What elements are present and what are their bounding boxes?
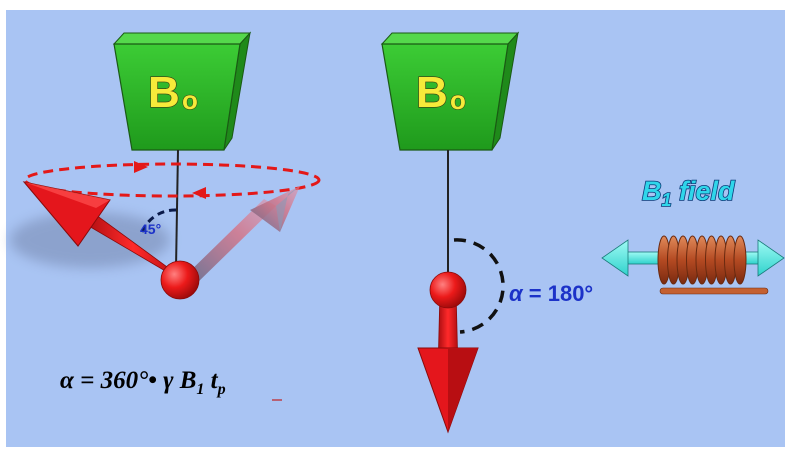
b1-subscript: 1 — [662, 190, 672, 210]
left-angle-label: 45° — [140, 221, 161, 237]
right-magnet-label: B — [416, 68, 448, 117]
right-angle-value: = 180° — [523, 281, 594, 306]
formula-lead: α = 360°• γ B — [60, 367, 196, 394]
ghost-vector — [182, 186, 300, 286]
vector-shadow — [10, 212, 170, 268]
precession-path — [23, 162, 321, 198]
precession-arrow-bottom — [192, 187, 206, 199]
right-vector-origin-ball — [429, 271, 467, 309]
b1-main: B — [642, 176, 662, 206]
right-magnet: B o — [380, 31, 520, 151]
red-magnetization-vector — [22, 181, 200, 300]
left-vector-origin-ball — [160, 260, 200, 300]
formula-b-subscript: 1 — [196, 381, 204, 398]
rf-coil-icon — [657, 235, 769, 295]
alpha-symbol: α — [509, 281, 524, 306]
inverted-magnetization-vector — [417, 271, 479, 434]
precession-arrow-top — [134, 161, 148, 173]
right-angle-arc — [453, 238, 505, 334]
left-magnet: B o — [112, 31, 252, 151]
flip-angle-formula: α = 360°• γ B1 tp — [60, 367, 226, 398]
right-angle-label: α = 180° — [509, 281, 593, 306]
coil-winding — [733, 235, 747, 285]
left-angle-arc — [140, 208, 177, 233]
left-magnet-label: B — [148, 68, 180, 117]
right-magnet-subscript: o — [450, 85, 466, 115]
b1-suffix: field — [672, 176, 736, 206]
b1-field-label: B1 field — [642, 176, 735, 210]
left-b0-axis-line — [175, 149, 179, 269]
left-magnet-subscript: o — [182, 85, 198, 115]
formula-t-subscript: p — [216, 381, 226, 398]
formula-t: t — [204, 367, 218, 394]
